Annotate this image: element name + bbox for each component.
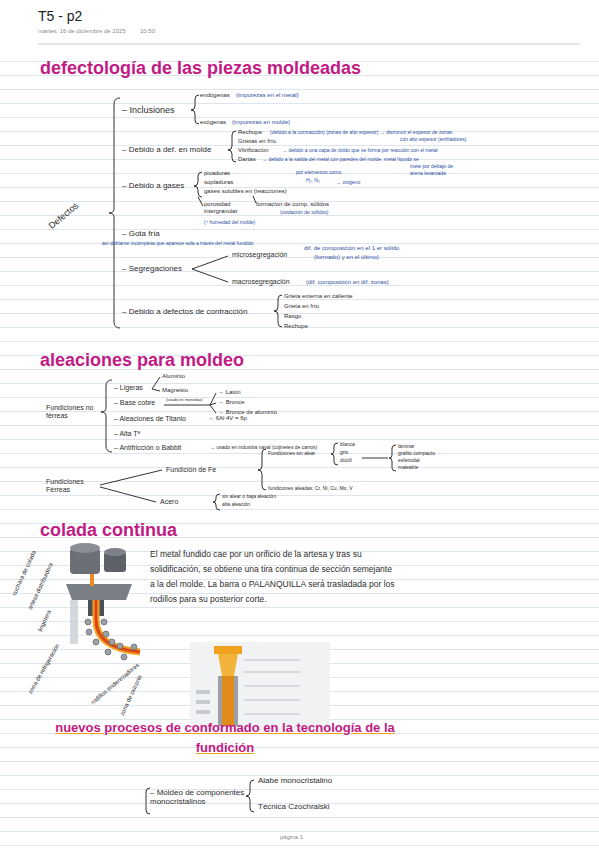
note: mete por debajo de [410,164,453,170]
sub-term: Magnesio [162,387,188,394]
sub-term: → Bronce [218,399,245,406]
sub-term: Vitrificación [238,147,269,154]
note: así doblarse incompleta que aparece sola… [102,241,253,247]
sub-term: grafito compacto [398,451,435,457]
sub-term: blanca [340,442,355,448]
note: (debido a la contracción) (zonas de alto… [270,130,452,136]
section-heading: colada continua [40,520,177,541]
sub-term: Alabe monocristalino [258,776,332,785]
sub-term: gris [340,450,348,456]
branch-term: – Inclusiones [122,105,175,115]
sub-term: microsegregación [232,251,287,259]
date-stamp: martes, 16 de diciembre de 2025 [38,28,126,35]
sub-term: esferoidal [398,458,420,464]
root-term: Fundiciones Férreas [46,478,101,494]
sub-term: porosidad intergranular [204,201,250,215]
branch-term: – Debido a gases [122,181,184,190]
branch-term: – Debido a def. en molde [122,145,211,154]
sub-term: gases solubles en (reacciones) [204,188,287,195]
section-heading: aleaciones para moldeo [40,350,244,371]
section-heading: nuevos procesos de conformado en la tecn… [40,718,410,757]
sub-term: Rasgo [284,313,301,320]
branch-term: – Segregaciones [122,264,182,273]
page-title: T5 - p2 [38,8,82,24]
note: (impurezas en el metal) [236,92,299,99]
sub-term: → Bronce de aluminio [218,409,277,416]
note: → debido a la salida del metal con pared… [262,157,419,163]
section-heading: defectología de las piezas moldeadas [40,58,361,79]
note: (formado) y en el último) [314,254,379,261]
sub-term: Grieta en frío [284,303,319,310]
root-term: Fundiciones no férreas [46,404,101,420]
sub-term: dúctil [340,458,352,464]
branch-term: – Moldeo de componentes monocristalinos [150,788,246,806]
note: H₂, N₂ [306,178,320,184]
note: (dif. composición en dif. zonas) [306,279,389,286]
branch-term: – Antifricción o Babbit [114,444,181,452]
sub-term: sin alear o baja aleación [222,494,276,500]
sub-term: alta aleación [222,502,250,508]
branch-term: Fundición de Fe [166,466,216,474]
branch-term: – Aleaciones de Titanio [114,415,186,423]
note: (↑ humedad del molde) [204,220,255,226]
sub-term: formación de comp. sólidos [256,201,329,208]
sub-term: exógenas [200,119,226,126]
sub-term: Grieta externa en caliente [284,293,353,300]
branch-term: – Base cobre [114,399,155,407]
sub-term: sopladuras [204,179,233,186]
note: → debido a una capa de óxido que se form… [282,148,438,154]
sub-term: picaduras [204,170,230,177]
time-stamp: 10:50 [140,28,155,35]
branch-term: Acero [160,498,178,506]
note: → oxígeno [336,180,360,186]
sub-term: endógenas [200,92,230,99]
branch-term: – Gota fría [122,229,160,238]
sub-term: macrosegregación [232,278,290,286]
note: (impurezas en molde) [232,119,290,126]
note: (usado en monedas) [166,398,203,403]
branch-term: – Ligeras [114,384,143,392]
sub-term: → Latón [218,389,241,396]
sub-term: maleable [398,465,418,471]
sub-term: Rechupe [284,323,308,330]
note: arena levantada [410,171,446,177]
paragraph: El metal fundido cae por un orificio de … [150,547,395,607]
note: → 6Al 4V = 6p [208,415,247,422]
page-footer: página 1 [280,834,303,841]
sub-term: Dartas [238,156,256,163]
sub-term: Aluminio [162,373,185,380]
note: con alto espesor (enfriadores) [400,137,466,143]
branch-term: – Alta Tª [114,430,140,438]
sub-term: Grietas en frío [238,138,276,145]
note: → usado en industria naval (cojinetes de… [210,445,317,451]
branch-term: – Debido a defectos de contracción [122,307,247,316]
sub-term: Rechupe [238,129,262,136]
note: por elementos como [296,170,341,176]
sub-term: laminar [398,444,414,450]
sub-term: Fundiciones sin alear [268,451,315,457]
sub-term: fundiciones aleadas: Cr, Ni, Cu, Mo, V [268,486,353,492]
sub-term: Técnica Czochralski [258,802,330,811]
note: dif. de composición en el 1.er sólido [304,245,399,252]
note: (oxidación de sólidos) [280,210,328,216]
